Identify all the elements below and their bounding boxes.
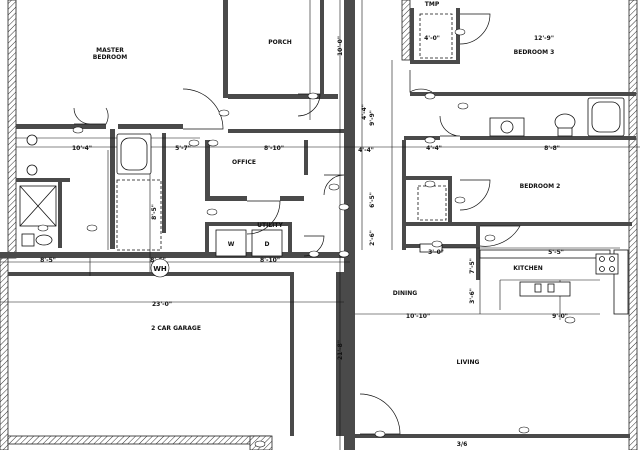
dim-bed3-closet: 4'-0" bbox=[424, 35, 440, 42]
room-porch-label: PORCH bbox=[268, 39, 292, 46]
room-master-bedroom-label: MASTER bbox=[96, 47, 124, 54]
dim-closet-width: 5'-7" bbox=[175, 145, 191, 152]
dryer bbox=[251, 229, 283, 257]
dryer-label: D bbox=[265, 241, 270, 248]
water-heater-label: WH bbox=[153, 265, 167, 273]
room-bedroom2-label: BEDROOM 2 bbox=[520, 183, 561, 190]
toilet bbox=[35, 234, 53, 246]
fixtures bbox=[19, 13, 629, 315]
sink bbox=[26, 134, 38, 146]
sink bbox=[500, 120, 514, 134]
dim-hall-1: 4'-4" bbox=[361, 104, 368, 120]
dim-dining-width: 10'-10" bbox=[406, 313, 430, 320]
room-garage-label: 2 CAR GARAGE bbox=[151, 325, 201, 332]
toilet bbox=[554, 113, 576, 131]
dim-pantry: 3'-0" bbox=[428, 249, 444, 256]
washer bbox=[215, 229, 247, 257]
dim-utility-height: 8'-5" bbox=[151, 204, 158, 220]
room-living-label: LIVING bbox=[457, 359, 480, 366]
dim-bath2-width: 8'-8" bbox=[544, 145, 560, 152]
washer-label: W bbox=[228, 241, 235, 248]
room-bedroom3-label: BEDROOM 3 bbox=[514, 49, 555, 56]
doors bbox=[73, 13, 521, 435]
room-office-label: OFFICE bbox=[232, 159, 256, 166]
appliance-labels: WH W D bbox=[150, 241, 270, 278]
dim-kitchen-width: 9'-0" bbox=[552, 313, 568, 320]
dim-left-strip: 8'-5" bbox=[40, 257, 56, 264]
room-master-bedroom-label-2: BEDROOM bbox=[93, 54, 127, 61]
dim-bottom-tag: 3/6 bbox=[457, 441, 468, 448]
dim-office-width: 8'-10" bbox=[264, 145, 284, 152]
dim-bath-width: 10'-4" bbox=[72, 145, 92, 152]
room-utility-label: UTILITY bbox=[257, 222, 283, 229]
dim-garage-depth: 21'-8" bbox=[337, 340, 344, 360]
dim-hall-3: 6'-5" bbox=[369, 192, 376, 208]
dim-utility-width: 8'-10" bbox=[260, 257, 280, 264]
dim-right-v2: 7'-5" bbox=[469, 258, 476, 274]
dim-right-v3: 3'-6" bbox=[469, 288, 476, 304]
dim-garage-width: 23'-0" bbox=[152, 301, 172, 308]
dim-bed3-width: 12'-9" bbox=[534, 35, 554, 42]
dim-kitchen-depth: 5'-5" bbox=[548, 249, 564, 256]
dim-right-v1: 9'-9" bbox=[369, 110, 376, 126]
water-heater-icon bbox=[150, 258, 170, 278]
stove bbox=[595, 253, 619, 275]
sink bbox=[26, 164, 38, 176]
dim-hall-4: 2'-6" bbox=[369, 230, 376, 246]
kitchen-island bbox=[519, 281, 571, 297]
dim-porch-height: 10'-0" bbox=[337, 36, 344, 56]
kitchen-counter bbox=[479, 249, 611, 259]
dim-hall-2: 4'-4" bbox=[358, 147, 374, 154]
room-kitchen-label: KITCHEN bbox=[513, 265, 543, 272]
dim-bed2-closet: 4'-4" bbox=[426, 145, 442, 152]
dim-top-tag: TMP bbox=[425, 1, 440, 8]
room-labels: MASTER BEDROOM PORCH OFFICE UTILITY 2 CA… bbox=[93, 39, 561, 366]
door-tags bbox=[37, 28, 576, 448]
room-dining-label: DINING bbox=[393, 290, 417, 297]
